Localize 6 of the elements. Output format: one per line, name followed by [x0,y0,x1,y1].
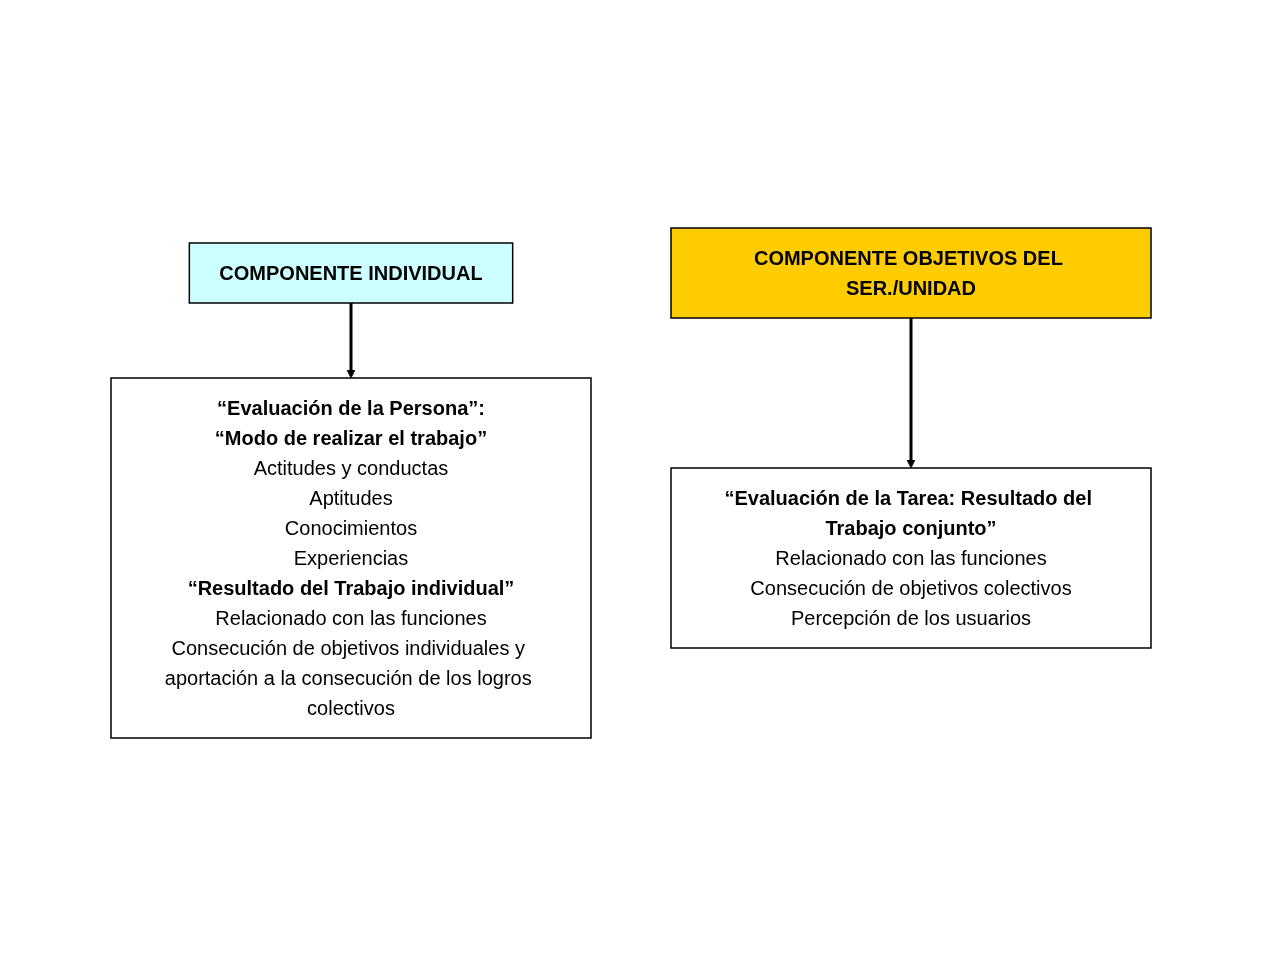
node-box: “Evaluación de la Tarea: Resultado del Trabajo conjunto” Relacionado con las funciones Consecución de objetivos colectivos Percepción de los usuarios [669,466,1152,649]
node-box: COMPONENTE INDIVIDUAL [188,241,513,304]
node-box: “Evaluación de la Persona”: “Modo de realizar el trabajo” Actitudes y conductas Aptitudes Conocimientos Experiencias “Resultado del Trabajo individual” Relacionado con las funciones Consecución de objetivos individuales y aportación a la consecución de los logros colectivos [109,376,592,739]
arrow [346,302,355,378]
node-box: COMPONENTE OBJETIVOS DEL SER./UNIDAD [669,226,1152,319]
arrow [906,317,915,468]
